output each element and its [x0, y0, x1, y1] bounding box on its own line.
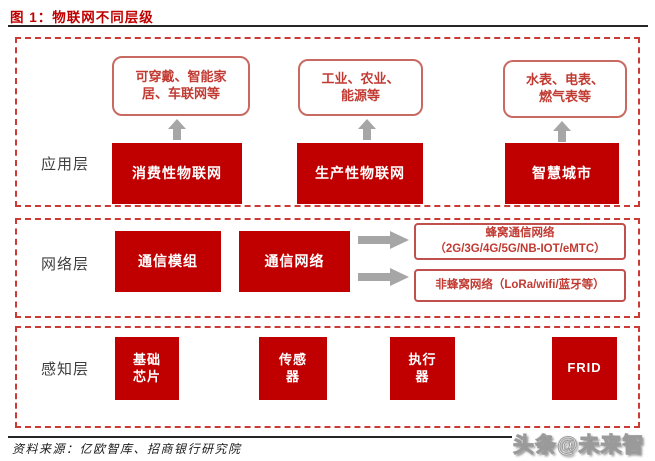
- box-cellular-network: 蜂窝通信网络 （2G/3G/4G/5G/NB-IOT/eMTC）: [414, 223, 626, 260]
- box-communication-module: 通信模组: [115, 231, 221, 292]
- perception-layer-label: 感知层: [41, 361, 90, 378]
- section-perception-layer: 感知层 基础 芯片 传感 器 执行 器 FRID: [15, 326, 640, 428]
- source-text: 资料来源：亿欧智库、招商银行研究院: [12, 442, 242, 456]
- section-network-layer: 网络层 通信模组 通信网络 蜂窝通信网络 （2G/3G/4G/5G/NB-IOT…: [15, 218, 640, 318]
- box-communication-network: 通信网络: [239, 231, 350, 292]
- box-basic-chips: 基础 芯片: [115, 337, 179, 400]
- box-actuator: 执行 器: [390, 337, 455, 400]
- box-frid: FRID: [552, 337, 617, 400]
- examples-industrial-iot: 工业、农业、 能源等: [298, 59, 423, 116]
- watermark: 头条@未来智库: [513, 434, 645, 458]
- source-rule: [8, 436, 512, 438]
- figure-title: 图 1：物联网不同层级: [10, 10, 154, 25]
- up-arrow-icon: [358, 119, 376, 140]
- title-rule: [8, 25, 648, 27]
- application-layer-label: 应用层: [41, 156, 90, 173]
- box-smart-city: 智慧城市: [505, 143, 619, 204]
- right-arrow-icon: [358, 268, 409, 286]
- examples-consumer-iot: 可穿戴、智能家 居、车联网等: [112, 56, 250, 116]
- box-consumer-iot: 消费性物联网: [112, 143, 242, 204]
- right-arrow-icon: [358, 231, 409, 249]
- box-non-cellular-network: 非蜂窝网络（LoRa/wifi/蓝牙等）: [414, 269, 626, 302]
- box-sensor: 传感 器: [259, 337, 327, 400]
- up-arrow-icon: [168, 119, 186, 140]
- examples-smart-city: 水表、电表、 燃气表等: [503, 60, 627, 118]
- section-application-layer: 应用层 可穿戴、智能家 居、车联网等 工业、农业、 能源等 水表、电表、 燃气表…: [15, 37, 640, 207]
- up-arrow-icon: [553, 121, 571, 142]
- network-layer-label: 网络层: [41, 256, 90, 273]
- box-production-iot: 生产性物联网: [297, 143, 423, 204]
